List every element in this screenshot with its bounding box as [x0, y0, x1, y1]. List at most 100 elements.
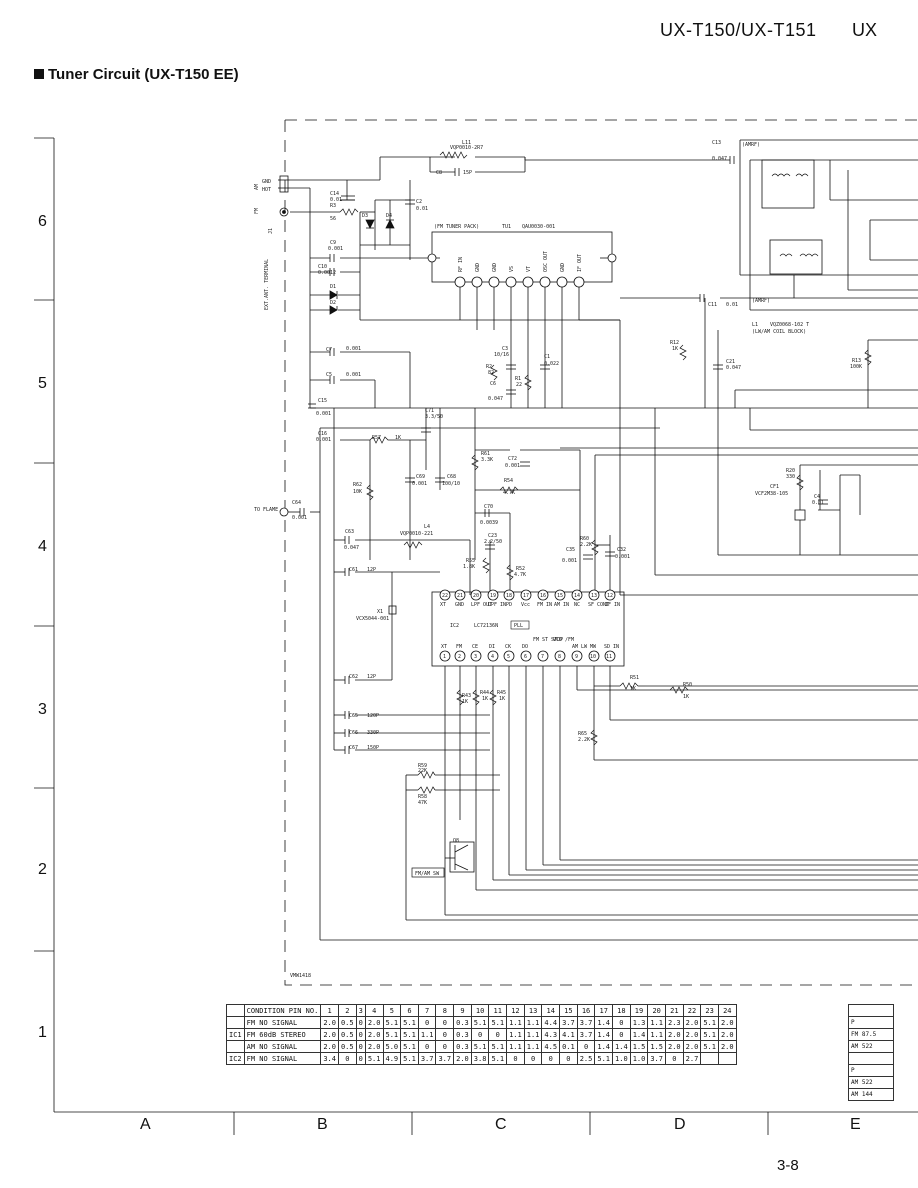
part-ref: C71	[425, 408, 434, 414]
table-header-cell: CONDITION PIN NO.	[243, 1004, 322, 1017]
table-cell: 2.0	[682, 1028, 702, 1041]
part-value: 0.047	[488, 396, 503, 402]
drawing-number: VMW1418	[290, 973, 311, 979]
ic2-pin-label: PD	[506, 602, 512, 608]
grid-row-4: 4	[38, 538, 47, 555]
part-ref: L4	[424, 524, 430, 530]
part-note: PLL	[514, 623, 523, 629]
part-value: VQP0010-221	[400, 531, 433, 537]
table-row: AM 522	[848, 1040, 894, 1053]
table-cell: 1.1	[647, 1016, 666, 1029]
table-ic-cell	[226, 1016, 245, 1029]
table-cell: 2.0	[665, 1028, 684, 1041]
part-ref: C70	[484, 504, 493, 510]
table-cell: 2.0	[665, 1040, 684, 1053]
part-value: 2.2K	[578, 737, 590, 743]
title-bullet-icon	[34, 69, 44, 79]
table-condition-cell: FM 60dB STEREO	[243, 1028, 322, 1041]
table-cell: 0.1	[559, 1040, 578, 1053]
table-cell: 0	[435, 1016, 455, 1029]
part-note: (AMRF)	[742, 142, 760, 148]
table-condition-cell: FM NO SIGNAL	[243, 1016, 322, 1029]
table-cell: 2.0	[320, 1016, 339, 1029]
part-ref: C63	[345, 529, 354, 535]
table-cell: 1.1	[647, 1028, 666, 1041]
table-cell: 5.1	[364, 1052, 384, 1065]
grid-row-5: 5	[38, 375, 47, 392]
part-value: 1K	[395, 435, 401, 441]
part-ref: C11	[708, 302, 717, 308]
part-ref: R2	[486, 364, 492, 370]
ic2-pin-num: 4	[491, 654, 494, 660]
table-cell: 2.0	[364, 1040, 384, 1053]
model-header-cut: UX	[852, 20, 878, 40]
table-row: AM 144	[848, 1088, 894, 1101]
table-cell: 0.5	[337, 1040, 357, 1053]
ic2-pin-num: 10	[590, 654, 596, 660]
table-cell: 0	[612, 1016, 631, 1029]
part-value: 0.001	[292, 515, 307, 521]
ic2-pin-num: 7	[541, 654, 544, 660]
table-cell: 5.1	[488, 1040, 508, 1053]
ic2-pin-label: SF CONT	[588, 602, 609, 608]
table-cell: 4.4	[541, 1016, 561, 1029]
part-value: 3.3/50	[425, 414, 443, 420]
table-cell: 2.0	[717, 1040, 737, 1053]
table-cell: 0	[355, 1016, 366, 1029]
part-ref: C72	[508, 456, 517, 462]
table-cell: 5.1	[700, 1016, 719, 1029]
tu1-pin-label: GND	[475, 263, 481, 272]
part-ref: C21	[726, 359, 735, 365]
part-value: 4.7K	[503, 490, 515, 496]
table-cell: 4.9	[382, 1052, 402, 1065]
table-cell: 0	[435, 1028, 455, 1041]
part-ref: C7	[326, 347, 332, 353]
ic2-pin-label: FM ST STOP	[533, 637, 563, 643]
table-cell: 0.5	[337, 1016, 357, 1029]
table-header-cell: 7	[417, 1004, 437, 1017]
part-value: 330	[786, 474, 795, 480]
table-cell: 1.0	[612, 1052, 631, 1065]
table-cell: 1.5	[629, 1040, 649, 1053]
terminal-label: GND	[262, 179, 271, 185]
table-header-cell: 10	[470, 1004, 490, 1017]
table-row	[848, 1052, 894, 1065]
part-value: 2.2K	[580, 542, 592, 548]
part-value: 1K	[499, 696, 505, 702]
ic2-pin-num: 20	[473, 593, 479, 599]
voltage-table: CONDITION PIN NO. 1 2 3 4 5 6 7 8 9 10 1…	[226, 1004, 737, 1065]
ic2-pin-num: 22	[442, 593, 448, 599]
part-ref: CF1	[770, 484, 779, 490]
table-cell	[700, 1052, 719, 1065]
tu1-pin-label: VS	[509, 266, 515, 272]
part-ref: C6	[490, 381, 496, 387]
ic2-pin-label: SD IN	[604, 644, 619, 650]
table-cell: 0	[506, 1052, 525, 1065]
part-value: 0.001	[328, 246, 343, 252]
part-ref: C67	[349, 745, 358, 751]
ic2-pins	[439, 589, 616, 662]
table-header-cell: 17	[594, 1004, 614, 1017]
table-header-cell: 5	[382, 1004, 402, 1017]
part-value: 0.047	[344, 545, 359, 551]
part-value: 1K	[683, 694, 689, 700]
table-cell: 3.7	[576, 1028, 596, 1041]
ic2-pin-label: MW	[590, 644, 597, 650]
part-ref: R54	[504, 478, 513, 484]
part-ref: D1	[330, 284, 336, 290]
table-cell: 4.5	[541, 1040, 561, 1053]
part-ref: C16	[318, 431, 327, 437]
part-value: 0.001	[316, 411, 331, 417]
part-note: (AMRF)	[752, 298, 770, 304]
tu1-pin-label: GND	[560, 263, 566, 272]
table-cell: 0	[435, 1040, 455, 1053]
table-condition-cell: FM NO SIGNAL	[243, 1052, 322, 1065]
ic2-pin-label: XT	[440, 602, 446, 608]
part-value: 330P	[367, 730, 379, 736]
part-value: 47K	[418, 800, 427, 806]
part-ref: R50	[683, 682, 692, 688]
part-value: 2.2/50	[484, 539, 502, 545]
table-cell: 5.1	[470, 1040, 490, 1053]
table-cell: 2.0	[717, 1016, 737, 1029]
part-value: 0.001	[316, 437, 331, 443]
